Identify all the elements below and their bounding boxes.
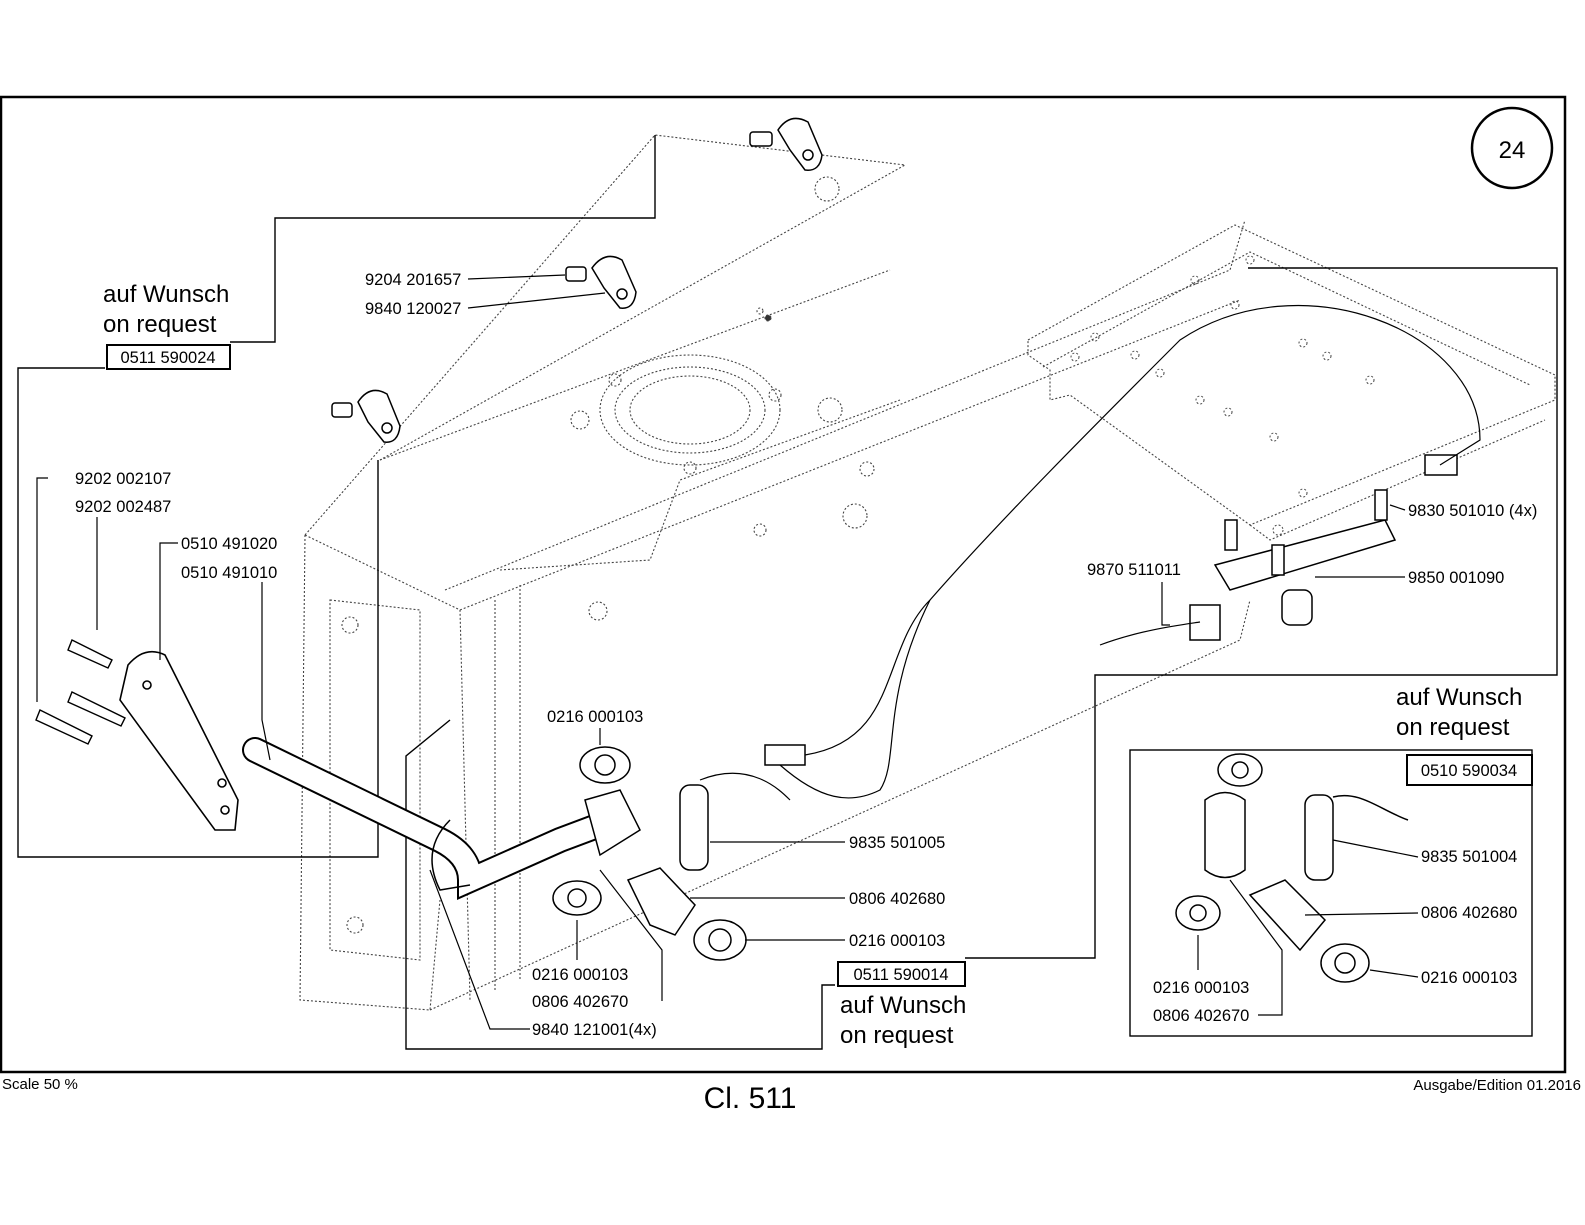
part-label: 9840 121001(4x) — [532, 1021, 657, 1039]
class-title: Cl. 511 — [703, 1082, 797, 1115]
part-label: 0806 402680 — [849, 890, 945, 908]
screws-left — [35, 639, 126, 745]
leader-lines — [36, 274, 1419, 1030]
sensor-board — [1213, 489, 1397, 626]
part-label: 0216 000103 — [1421, 969, 1517, 987]
scale-label: Scale 50 % — [2, 1076, 78, 1093]
inset-parts — [1175, 753, 1409, 983]
part-label: 9870 511011 — [1087, 561, 1181, 579]
kit-box-left — [106, 344, 231, 370]
kit-box-right — [1406, 754, 1533, 786]
note-left-line2: on request — [103, 311, 217, 338]
part-label: 9204 201657 — [365, 271, 461, 289]
tube-inner — [244, 739, 611, 897]
kit-right: 0510 590034 — [1421, 762, 1517, 780]
plate-holes — [1070, 255, 1375, 536]
pipe-clip-top — [749, 117, 823, 171]
part-label: 9835 501005 — [849, 834, 945, 852]
part-label: 0216 000103 — [532, 966, 628, 984]
fittings-main — [552, 746, 747, 961]
drawing-frame — [0, 95, 1567, 1074]
cable — [699, 305, 1481, 801]
note-bottom-line1: auf Wunsch — [840, 992, 966, 1019]
pipe-clip-mid — [565, 255, 637, 309]
part-label: 9202 002487 — [75, 498, 171, 516]
callout-lines — [17, 135, 1558, 1050]
page-number-badge: 24 — [1470, 106, 1554, 190]
part-label: 0216 000103 — [547, 708, 643, 726]
note-right-line2: on request — [1396, 714, 1510, 741]
part-label: 9835 501004 — [1421, 848, 1517, 866]
note-bottom-line2: on request — [840, 1022, 954, 1049]
kit-box-bottom — [837, 961, 966, 987]
pipe-clip-low — [331, 389, 401, 443]
bracket-plate — [119, 650, 239, 831]
kit-bottom: 0511 590014 — [853, 966, 948, 984]
part-label: 0510 491010 — [181, 564, 277, 582]
edition-label: Ausgabe/Edition 01.2016 — [1413, 1077, 1581, 1094]
part-label: 9840 120027 — [365, 300, 461, 318]
note-right-line1: auf Wunsch — [1396, 684, 1522, 711]
part-label: 9850 001090 — [1408, 569, 1504, 587]
kit-left: 0511 590024 — [120, 349, 215, 367]
part-label: 9830 501010 (4x) — [1408, 502, 1537, 520]
part-label: 0216 000103 — [849, 932, 945, 950]
part-label: 0806 402680 — [1421, 904, 1517, 922]
part-label: 0806 402670 — [1153, 1007, 1249, 1025]
part-label: 9202 002107 — [75, 470, 171, 488]
part-label: 0510 491020 — [181, 535, 277, 553]
part-label: 0216 000103 — [1153, 979, 1249, 997]
part-label: 0806 402670 — [532, 993, 628, 1011]
page-number: 24 — [1499, 137, 1526, 164]
note-left-line1: auf Wunsch — [103, 281, 229, 308]
tube-bend — [431, 819, 471, 891]
